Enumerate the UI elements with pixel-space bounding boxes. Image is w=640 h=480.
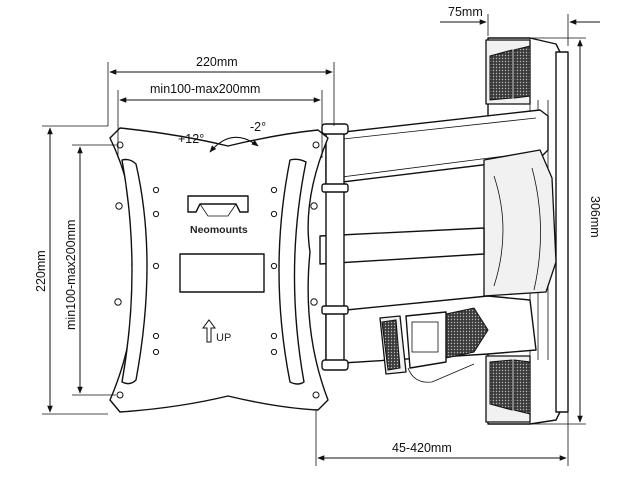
lower-cap-texture [489, 359, 513, 411]
tilt-indicator: +12° -2° [178, 120, 266, 153]
plate-width-label: 220mm [196, 55, 238, 69]
vesa-vertical-label: min100-max200mm [64, 220, 78, 330]
tilt-up-label: +12° [178, 132, 204, 146]
swing-arms [319, 109, 557, 383]
arm-depth-label: 75mm [448, 5, 483, 19]
extension-label: 45-420mm [392, 441, 452, 455]
slider-texture [381, 319, 401, 371]
plate-height-label: 220mm [34, 250, 48, 292]
dimension-lines: 75mm 220mm min100-max200mm 220mm min100-… [34, 5, 602, 466]
mounting-holes [114, 141, 320, 399]
up-label: UP [216, 332, 231, 344]
wall-plate-height-label: 306mm [588, 196, 602, 238]
brand-logo-text: Neomounts [190, 224, 248, 236]
up-arrow-icon [202, 319, 216, 343]
upper-cap-texture [489, 49, 513, 101]
label-panel [179, 253, 265, 293]
vesa-plate: Neomounts UP [109, 127, 329, 413]
tilt-down-label: -2° [250, 120, 266, 134]
vesa-horizontal-label: min100-max200mm [150, 82, 260, 96]
